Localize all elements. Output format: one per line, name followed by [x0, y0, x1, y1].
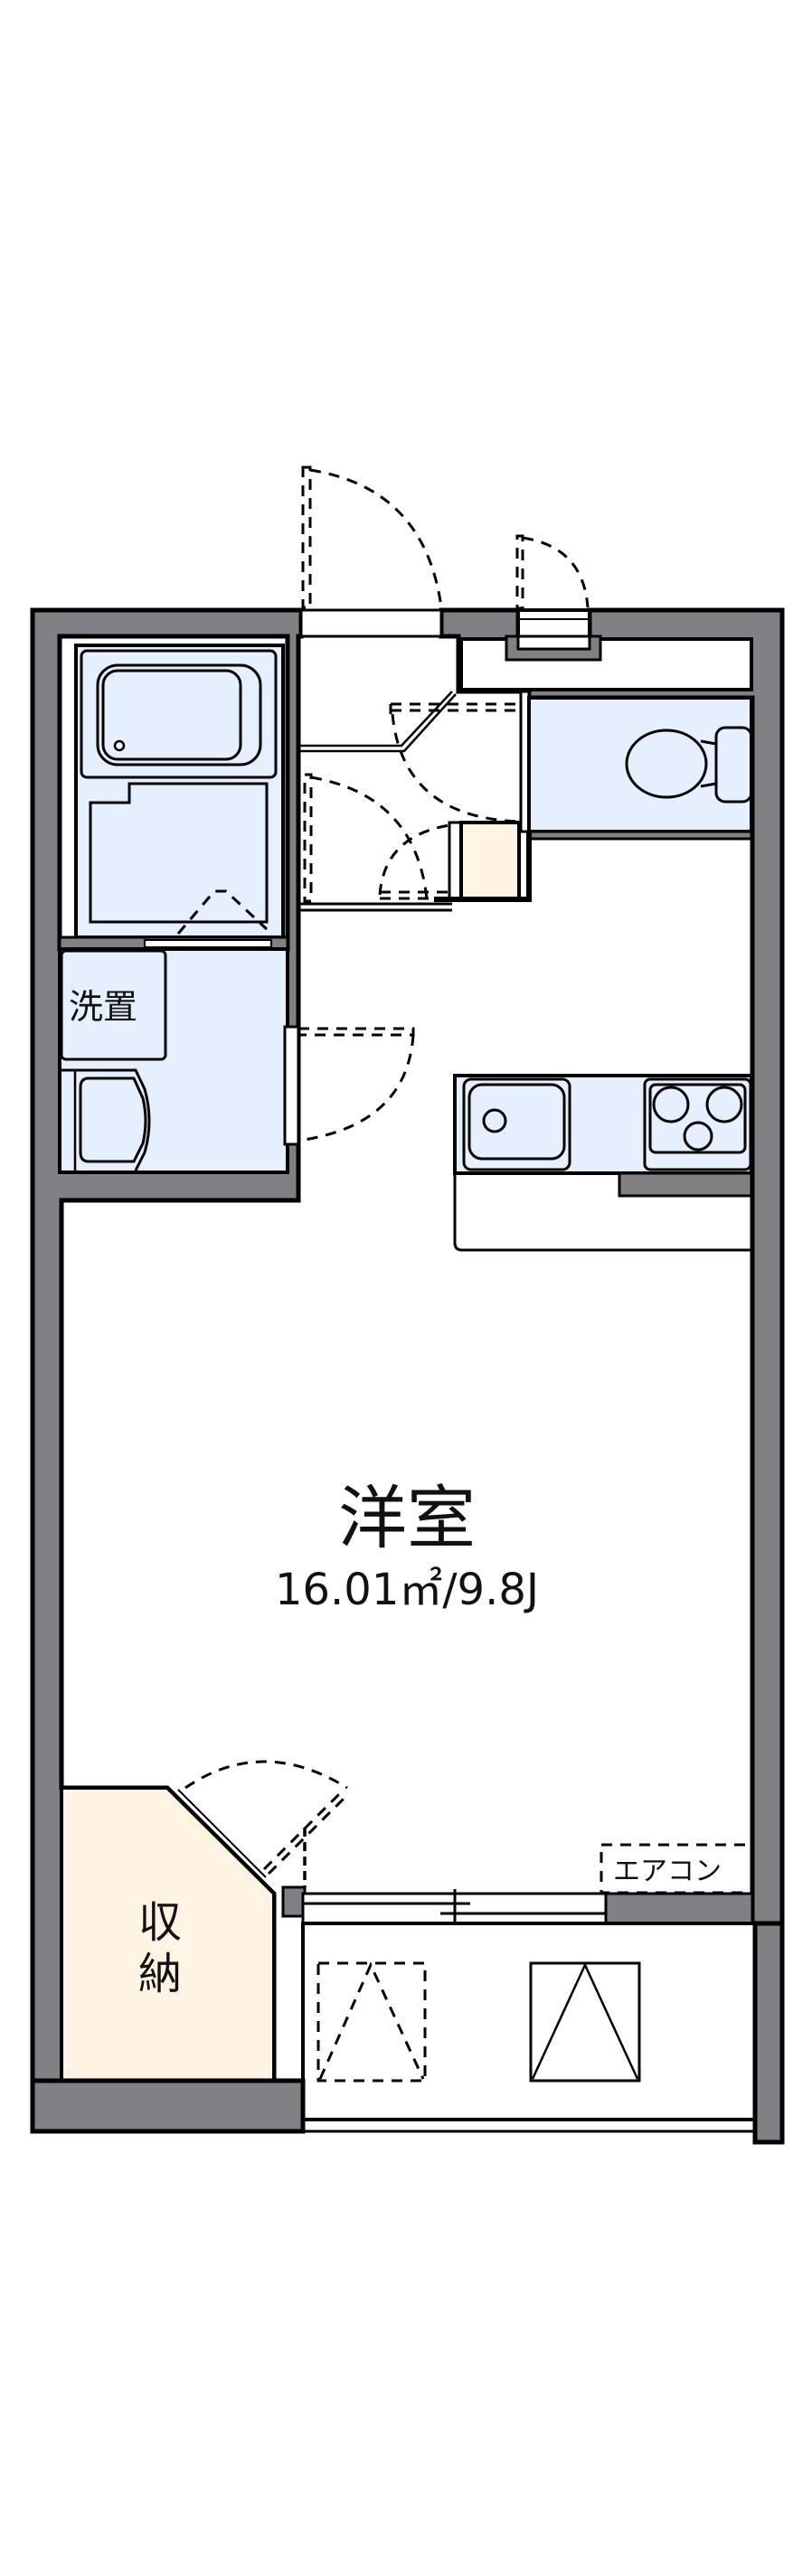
entrance-hall — [298, 691, 457, 912]
room-area: 16.01㎡/9.8J — [275, 1565, 539, 1615]
storage-label-1: 収 — [138, 1897, 182, 1948]
sink-icon — [462, 1077, 571, 1171]
entrance-opening — [299, 608, 443, 638]
bath-floor — [89, 782, 269, 924]
toilet-room — [519, 690, 753, 833]
evacuation-hatch-icon — [529, 1961, 641, 2082]
washer-space — [60, 949, 167, 1061]
entrance-door[interactable] — [301, 465, 443, 609]
small-window — [515, 534, 591, 651]
washer-label: 洗置 — [69, 987, 137, 1027]
washroom-door[interactable] — [297, 1027, 415, 1142]
balcony-window[interactable] — [301, 1889, 754, 1928]
balcony — [301, 1922, 757, 2133]
evacuation-hatch-dashed-icon — [316, 1961, 427, 2082]
bath-folding-door — [176, 889, 269, 935]
kitchen — [453, 1074, 753, 1252]
vanity — [61, 1068, 151, 1171]
storage-label-2: 納 — [138, 1949, 182, 1999]
bathtub — [96, 663, 262, 766]
toilet-icon — [625, 726, 753, 804]
washroom: 洗置 — [58, 947, 289, 1174]
vanity-basin — [79, 1076, 147, 1163]
aircon-label: エアコン — [613, 1856, 722, 1887]
genkan-door[interactable] — [303, 773, 450, 903]
bathroom — [57, 634, 290, 952]
bathtub-drain-icon — [113, 739, 126, 752]
upper-shelf — [459, 637, 753, 691]
room-name: 洋室 — [338, 1478, 476, 1558]
storage-door[interactable] — [184, 1760, 351, 1887]
storage-closet: 収 納 — [60, 1786, 276, 2082]
stove-icon — [643, 1077, 752, 1171]
shoe-cabinet — [434, 821, 532, 902]
toilet-door[interactable] — [389, 702, 522, 823]
bathtub-rim — [80, 649, 278, 779]
aircon-unit: エアコン — [600, 1843, 754, 1894]
